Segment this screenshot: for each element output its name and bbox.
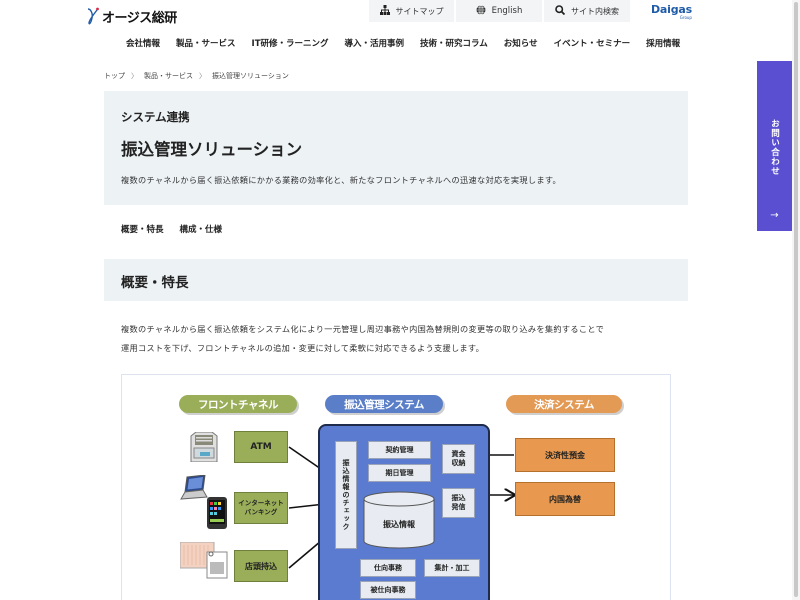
transfer-management-system: 振込情報のチェック 契約管理 期日管理 資金 収納 振込 発信 振込情報 仕向事… (318, 424, 490, 600)
atm-box: ATM (234, 431, 288, 463)
section-body: 複数のチャネルから届く振込依頼をシステム化により一元管理し周辺事務や内国為替規則… (121, 320, 681, 358)
anchor-spec[interactable]: 構成・仕様 (179, 225, 223, 235)
logo-mark-icon (86, 6, 100, 26)
due-date-management-box: 期日管理 (368, 464, 431, 482)
incoming-office-box: 被仕向事務 (360, 581, 416, 599)
internet-banking-box: インターネット バンキング (234, 492, 288, 524)
scrollbar-thumb[interactable] (794, 2, 798, 597)
breadcrumb-top[interactable]: トップ (104, 72, 125, 80)
transfer-send-box: 振込 発信 (442, 488, 475, 518)
laptop-icon (179, 474, 209, 505)
section-heading: 概要・特長 (104, 259, 688, 301)
contact-label: お問い合わせ (769, 119, 780, 176)
nav-item-products[interactable]: 製品・サービス (176, 39, 236, 49)
documents-icon (179, 541, 230, 586)
front-channel-header: フロントチャネル (179, 395, 297, 413)
nav-item-company[interactable]: 会社情報 (126, 39, 161, 49)
system-diagram: フロントチャネル 振込管理システム 決済システム ATM インターネット バンキ… (121, 374, 671, 600)
contract-management-box: 契約管理 (368, 441, 431, 459)
sitemap-button[interactable]: サイトマップ (369, 0, 454, 22)
body-line: 複数のチャネルから届く振込依頼をシステム化により一元管理し周辺事務や内国為替規則… (121, 324, 605, 334)
hero-description: 複数のチャネルから届く振込依頼にかかる業務の効率化と、新たなフロントチャネルへの… (121, 175, 562, 185)
breadcrumb-products[interactable]: 製品・サービス (144, 72, 193, 80)
sitemap-icon (379, 4, 390, 18)
anchor-links: 概要・特長 構成・仕様 (121, 223, 222, 235)
anchor-overview[interactable]: 概要・特長 (121, 225, 164, 235)
settlement-header: 決済システム (506, 395, 622, 413)
nav-item-news[interactable]: お知らせ (503, 39, 538, 49)
daigas-group-logo[interactable]: Daigas Group (651, 3, 692, 20)
globe-icon (476, 4, 486, 18)
aggregate-process-box: 集計・加工 (424, 559, 480, 577)
outgoing-office-box: 仕向事務 (360, 559, 416, 577)
hero-section: システム連携 振込管理ソリューション 複数のチャネルから届く振込依頼にかかる業務… (104, 91, 688, 205)
utility-nav: サイトマップ English サイト内検索 (369, 0, 630, 22)
company-logo[interactable]: オージス総研 (86, 6, 177, 26)
nav-item-recruit[interactable]: 採用情報 (646, 39, 681, 49)
breadcrumb: トップ 〉 製品・サービス 〉 振込管理ソリューション (104, 71, 289, 81)
site-search-button[interactable]: サイト内検索 (544, 0, 630, 22)
breadcrumb-separator: 〉 (131, 72, 138, 80)
check-box: 振込情報のチェック (335, 441, 357, 549)
nav-item-events[interactable]: イベント・セミナー (553, 39, 631, 49)
settlement-deposit-box: 決済性預金 (515, 438, 615, 472)
breadcrumb-current: 振込管理ソリューション (212, 72, 289, 80)
english-button[interactable]: English (456, 0, 542, 22)
contact-tab[interactable]: お問い合わせ → (757, 61, 792, 231)
nav-item-tech-columns[interactable]: 技術・研究コラム (420, 39, 488, 49)
body-line: 運用コストを下げ、フロントチャネルの追加・変更に対して柔軟に対応できるよう支援し… (121, 343, 485, 353)
scrollbar[interactable] (792, 0, 800, 600)
hero-category: システム連携 (121, 110, 190, 124)
smartphone-icon (206, 496, 228, 534)
global-nav: 会社情報 製品・サービス IT研修・ラーニング 導入・活用事例 技術・研究コラム… (126, 37, 696, 49)
nav-item-case-studies[interactable]: 導入・活用事例 (344, 39, 405, 49)
arrow-right-icon: → (770, 210, 779, 221)
nav-item-it-training[interactable]: IT研修・ラーニング (251, 39, 329, 49)
fund-receipt-box: 資金 収納 (442, 444, 475, 474)
domestic-exchange-box: 内国為替 (515, 482, 615, 516)
system-header: 振込管理システム (325, 395, 443, 413)
transfer-info-label: 振込情報 (383, 520, 415, 529)
section-title: 概要・特長 (121, 275, 189, 291)
over-the-counter-box: 店頭持込 (234, 550, 288, 582)
atm-icon (188, 431, 220, 466)
logo-text: オージス総研 (102, 10, 177, 26)
breadcrumb-separator: 〉 (199, 72, 206, 80)
page-title: 振込管理ソリューション (121, 140, 303, 159)
search-icon (555, 4, 566, 18)
transfer-info-database: 振込情報 (363, 491, 435, 553)
